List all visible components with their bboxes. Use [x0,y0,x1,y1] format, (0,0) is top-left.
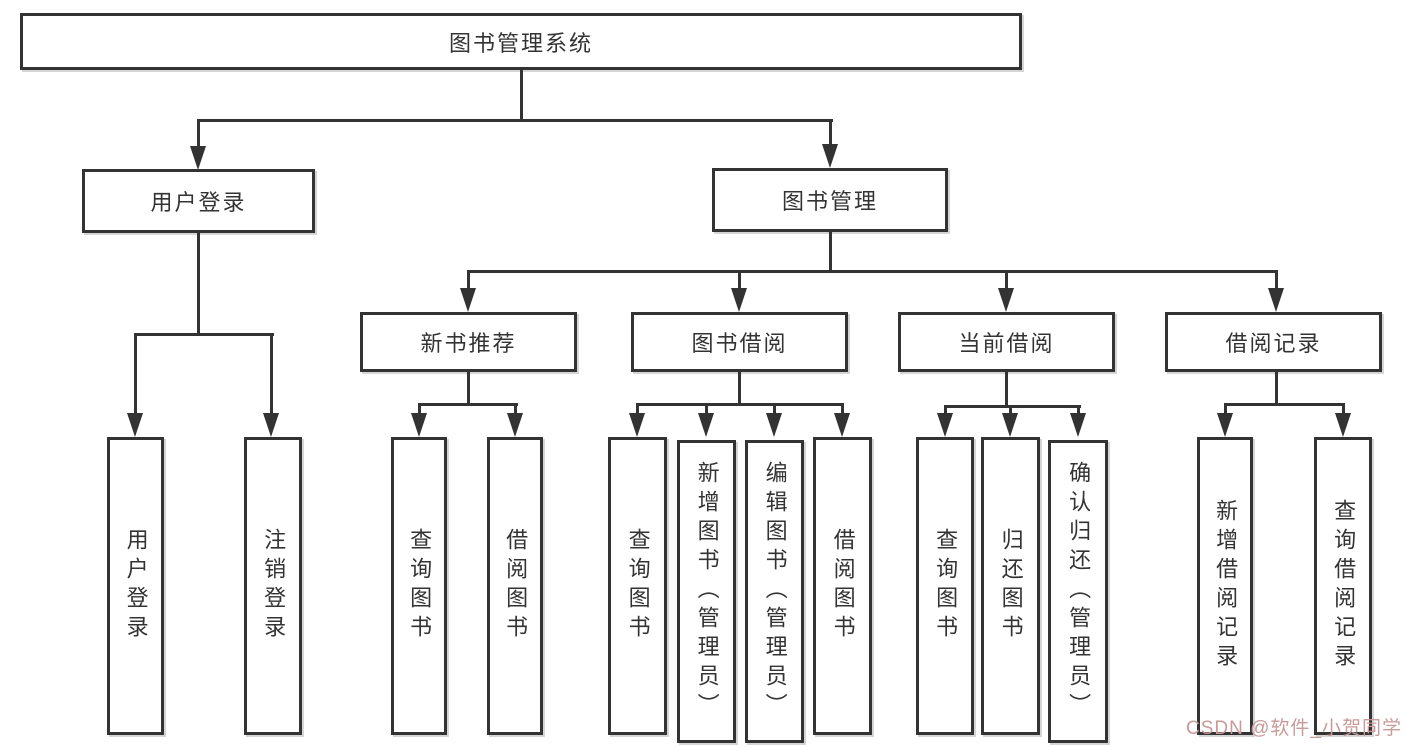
connector-line [1077,405,1080,413]
node-label: 新书推荐 [420,331,517,356]
leaf-label: 借阅图书 [503,528,529,644]
down-arrow [629,413,645,437]
connector-line [1275,372,1278,405]
connector-line [705,403,708,413]
connector-line [773,403,776,413]
down-arrow [1335,413,1351,437]
down-arrow [731,288,747,312]
connector-line [197,233,200,336]
leaf-borrow-books-recommend: 借阅图书 [487,437,543,735]
leaf-label: 查询图书 [407,528,433,644]
down-arrow [127,413,143,437]
down-arrow [1217,413,1233,437]
connector-line [514,403,517,413]
node-current-borrowing: 当前借阅 [898,312,1115,372]
node-label: 当前借阅 [958,331,1055,356]
down-arrow [411,413,427,437]
leaf-logout: 注销登录 [244,437,302,735]
leaf-label: 编辑图书（管理员） [762,461,788,722]
connector-line [829,119,832,146]
leaf-query-books-recommend: 查询图书 [391,437,447,735]
connector-line [1224,403,1345,406]
connector-line [1005,270,1008,290]
connector-line [1275,270,1278,290]
connector-line [738,270,741,290]
leaf-query-books-current: 查询图书 [916,437,974,735]
leaf-label: 新增借阅记录 [1213,499,1239,673]
down-arrow [1002,413,1018,437]
leaf-label: 查询图书 [625,528,651,644]
connector-line [270,333,273,413]
down-arrow [460,288,476,312]
connector-line [1009,405,1012,413]
leaf-label: 注销登录 [261,528,287,644]
down-arrow [263,413,279,437]
connector-line [944,405,1081,408]
down-arrow [698,413,714,437]
leaf-label: 查询图书 [933,528,959,644]
down-arrow [766,413,782,437]
connector-line [467,270,1278,273]
leaf-label: 借阅图书 [830,528,856,644]
down-arrow [822,144,838,168]
down-arrow [937,413,953,437]
down-arrow [1070,413,1086,437]
node-label: 图书借阅 [691,331,788,356]
connector-line [467,372,470,405]
leaf-label: 确认归还（管理员） [1066,461,1092,722]
down-arrow [507,413,523,437]
connector-line [197,119,833,122]
leaf-label: 用户登录 [123,528,149,644]
node-label: 图书管理系统 [448,30,593,56]
watermark: CSDN @软件_小贺同学 [1186,718,1402,739]
leaf-label: 归还图书 [998,528,1024,644]
node-borrowing-records: 借阅记录 [1165,312,1382,372]
node-user-login: 用户登录 [82,169,315,233]
leaf-query-books-borrowing: 查询图书 [608,437,667,735]
leaf-label: 查询借阅记录 [1331,499,1357,673]
connector-line [134,333,274,336]
connector-line [829,232,832,272]
connector-line [467,270,470,290]
connector-line [197,119,200,147]
connector-line [520,70,523,121]
connector-line [738,372,741,405]
leaf-user-login: 用户登录 [107,437,164,735]
connector-line [636,403,844,406]
connector-line [1224,403,1227,413]
node-book-management: 图书管理 [712,168,948,232]
node-label: 借阅记录 [1225,331,1322,356]
down-arrow [1268,288,1284,312]
leaf-label: 新增图书（管理员） [694,461,720,722]
connector-line [1342,403,1345,413]
connector-line [944,405,947,413]
down-arrow [190,146,206,170]
leaf-add-borrow-record: 新增借阅记录 [1197,437,1253,735]
leaf-edit-book-admin: 编辑图书（管理员） [745,440,804,743]
node-book-borrowing: 图书借阅 [631,312,848,372]
leaf-borrow-books-borrowing: 借阅图书 [813,437,872,735]
leaf-add-book-admin: 新增图书（管理员） [677,440,736,743]
connector-line [841,403,844,413]
down-arrow [834,413,850,437]
leaf-return-books: 归还图书 [981,437,1040,735]
down-arrow [998,288,1014,312]
connector-line [418,403,518,406]
connector-line [134,333,137,413]
connector-line [418,403,421,413]
node-label: 用户登录 [150,190,247,215]
connector-line [636,403,639,413]
connector-line [1005,372,1008,407]
node-library-management-system: 图书管理系统 [20,13,1022,70]
leaf-confirm-return-admin: 确认归还（管理员） [1048,440,1108,743]
node-new-book-recommendation: 新书推荐 [360,312,577,372]
leaf-query-borrow-record: 查询借阅记录 [1314,437,1372,735]
node-label: 图书管理 [781,189,878,214]
